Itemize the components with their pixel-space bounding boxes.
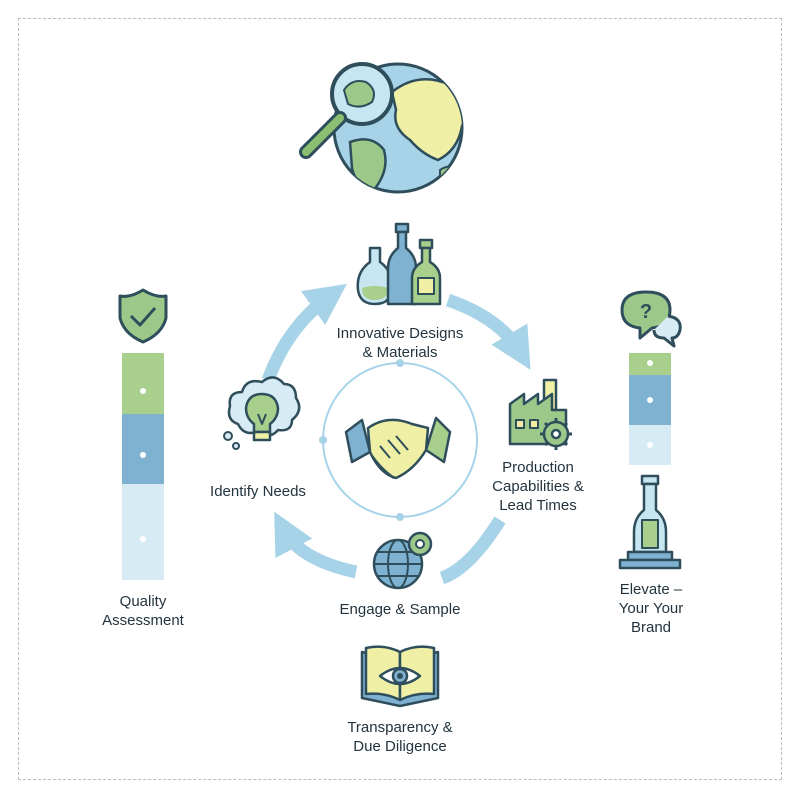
arrow-identify-to-innovative [261, 283, 347, 383]
quality-assessment-label: Quality Assessment [88, 592, 198, 630]
arrow-engage-to-identify [274, 511, 358, 579]
svg-text:?: ? [640, 301, 652, 323]
engage-sample-label: Engage & Sample [318, 600, 482, 619]
tall-bottle-icon [618, 474, 682, 570]
factory-icon [508, 378, 572, 450]
innovative-designs-label: Innovative Designs & Materials [300, 324, 500, 362]
diagram-frame [18, 18, 782, 780]
globe-magnifier-icon [299, 62, 464, 194]
innovative-designs-line-2: & Materials [362, 344, 438, 361]
quality-assessment-line-1: Quality [119, 593, 167, 610]
production-line-2: Capabilities & [492, 478, 584, 495]
quality-level-segment-1 [122, 353, 164, 414]
innovative-designs-line-1: Innovative Designs [336, 325, 464, 342]
book-eye-icon [360, 645, 440, 708]
inner-ring [319, 359, 478, 521]
transparency-line-1: Transparency & [347, 719, 453, 736]
production-line-3: Lead Times [499, 497, 577, 514]
quality-level-bar [122, 353, 164, 580]
production-line-1: Production [502, 459, 574, 476]
handshake-icon [344, 416, 452, 480]
lightbulb-icon [223, 376, 301, 450]
quality-level-segment-2 [122, 414, 164, 484]
elevate-brand-line-2: Your Your [618, 600, 684, 617]
elevate-level-bar [629, 353, 671, 465]
shield-check-icon [118, 288, 168, 344]
identify-needs-text: Identify Needs [210, 483, 306, 500]
speech-question-icon: ? [620, 290, 682, 348]
arrow-production-to-engage [439, 516, 506, 585]
engage-sample-text: Engage & Sample [339, 601, 461, 618]
arrow-innovative-to-production [445, 293, 531, 370]
quality-level-segment-3 [122, 484, 164, 580]
globe-gear-icon [372, 531, 433, 590]
bottles-icon [356, 222, 442, 306]
elevate-brand-line-3: Brand [630, 619, 672, 636]
cycle-arrows [261, 283, 531, 585]
production-label: Production Capabilities & Lead Times [478, 458, 598, 515]
transparency-label: Transparency & Due Diligence [320, 718, 480, 756]
elevate-brand-label: Elevate – Your Your Brand [596, 580, 706, 637]
transparency-line-2: Due Diligence [353, 738, 447, 755]
elevate-brand-line-1: Elevate – [619, 581, 683, 598]
quality-assessment-line-2: Assessment [102, 612, 184, 629]
identify-needs-label: Identify Needs [196, 482, 320, 501]
